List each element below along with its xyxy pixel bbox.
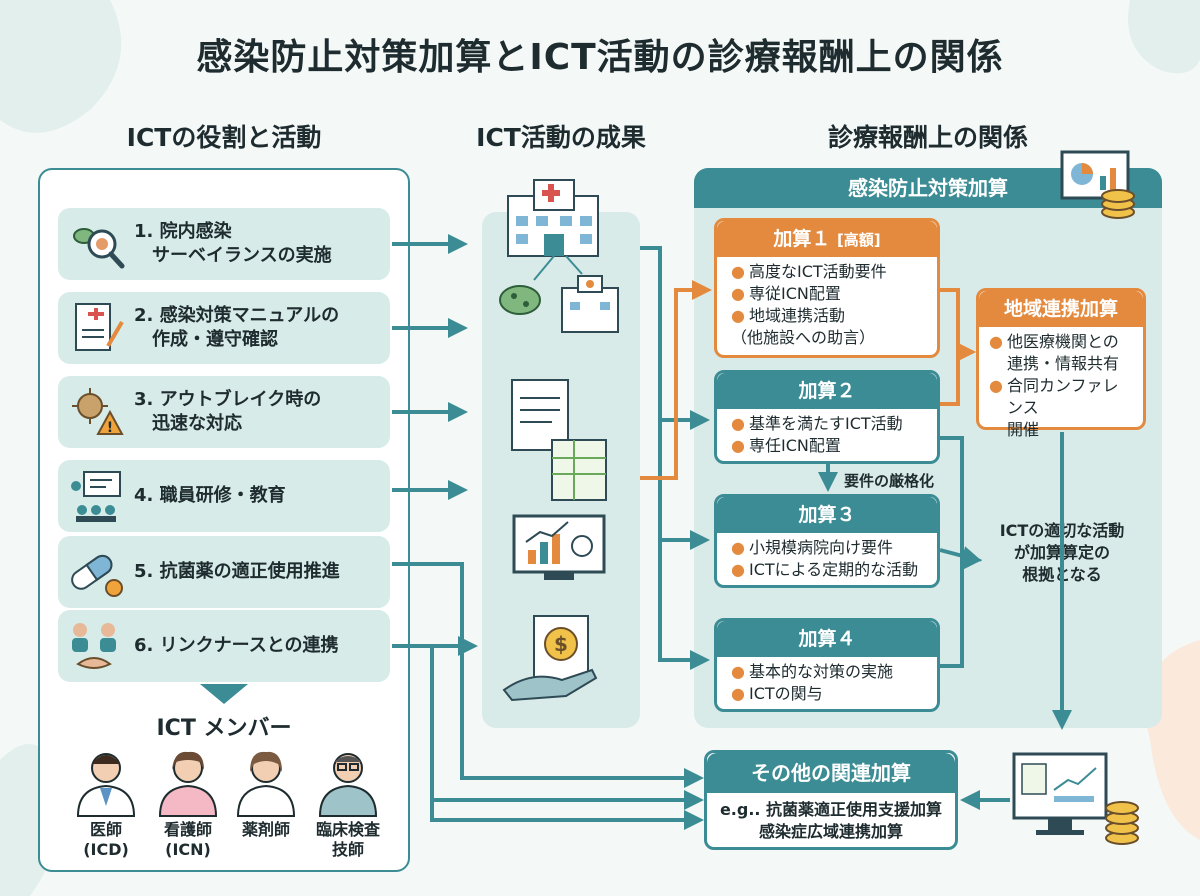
list-item: ●基本的な対策の実施 <box>731 662 893 681</box>
kasan-3-box: 加算３ ●小規模病院向け要件 ●ICTによる定期的な活動 <box>714 494 940 588</box>
pharmacist-icon <box>236 751 296 817</box>
svg-text:$: $ <box>554 632 568 656</box>
kasan-2-title: 加算２ <box>717 373 937 409</box>
member-doctor: 医師 (ICD) <box>64 746 148 860</box>
kasan-2-list: ●基準を満たすICT活動 ●専任ICN配置 <box>717 409 937 461</box>
role-item-surveillance: 1. 院内感染 サーベイランスの実施 <box>58 208 390 280</box>
monitor-chart-icon <box>512 514 606 580</box>
member-label: 看護師 (ICN) <box>163 820 212 859</box>
list-item: ●専任ICN配置 <box>731 436 841 455</box>
list-item: ●基準を満たすICT活動 <box>731 414 903 433</box>
role-label: 5. 抗菌薬の適正使用推進 <box>134 561 340 582</box>
kasan-1-box: 加算１ [高額] ●高度なICT活動要件 ●専従ICN配置 ●地域連携活動 （他… <box>714 218 940 358</box>
money-hand-icon: $ <box>502 615 598 702</box>
member-nurse: 看護師 (ICN) <box>146 746 230 860</box>
role-label: 2. 感染対策マニュアルの 作成・遵守確認 <box>134 305 340 350</box>
chart-coins-icon <box>1060 150 1135 219</box>
column-header-reimbursement: 診療報酬上の関係 <box>827 123 1028 152</box>
regional-kasan-title: 地域連携加算 <box>979 291 1143 327</box>
role-item-manual: 2. 感染対策マニュアルの 作成・遵守確認 <box>58 292 390 364</box>
other-kasan-box: その他の関連加算 e.g.. 抗菌薬適正使用支援加算 感染症広域連携加算 <box>704 750 958 850</box>
nurse-icon <box>158 751 218 817</box>
role-item-training: 4. 職員研修・教育 <box>58 460 390 532</box>
bacteria-magnifier-icon <box>73 228 125 269</box>
training-presentation-icon <box>71 471 121 522</box>
kasan-3-list: ●小規模病院向け要件 ●ICTによる定期的な活動 <box>717 533 937 585</box>
kasan-4-title: 加算４ <box>717 621 937 657</box>
page-title: 感染防止対策加算とICT活動の診療報酬上の関係 <box>196 37 1004 78</box>
spreadsheet-icon <box>551 439 607 501</box>
handshake-icon <box>72 623 116 669</box>
member-pharmacist: 薬剤師 <box>224 746 308 840</box>
kasan-1-tag: [高額] <box>836 231 881 249</box>
kasan-1-list: ●高度なICT活動要件 ●専従ICN配置 ●地域連携活動 （他施設への助言） <box>717 257 937 353</box>
capsule-pill-icon <box>71 554 123 597</box>
member-lab-technician: 臨床検査 技師 <box>306 746 390 860</box>
list-item: ●他医療機関との 連携・情報共有 <box>989 332 1119 373</box>
regional-kasan-box: 地域連携加算 ●他医療機関との 連携・情報共有 ●合同カンファレンス 開催 <box>976 288 1146 439</box>
other-kasan-title: その他の関連加算 <box>707 753 955 793</box>
other-kasan-body: e.g.. 抗菌薬適正使用支援加算 感染症広域連携加算 <box>719 800 943 841</box>
virus-warning-icon: ! <box>72 388 124 436</box>
member-label: 臨床検査 技師 <box>315 820 380 859</box>
list-item: ●ICTによる定期的な活動 <box>731 560 919 579</box>
role-label: 1. 院内感染 サーベイランスの実施 <box>134 221 332 266</box>
list-item: ●小規模病院向け要件 <box>731 538 893 557</box>
kasan-2-box: 加算２ ●基準を満たすICT活動 ●専任ICN配置 <box>714 370 940 464</box>
regional-kasan-list: ●他医療機関との 連携・情報共有 ●合同カンファレンス 開催 <box>979 327 1143 445</box>
members-arrow <box>200 684 248 704</box>
role-label: 6. リンクナースとの連携 <box>134 635 339 656</box>
svg-text:!: ! <box>107 420 113 436</box>
outcomes-illustrations: $ <box>499 179 619 702</box>
doctor-icon <box>76 753 136 817</box>
column-header-roles: ICTの役割と活動 <box>126 123 322 152</box>
manual-document-icon <box>75 303 124 351</box>
bacteria-icon <box>499 285 541 315</box>
role-item-outbreak: ! 3. アウトブレイク時の 迅速な対応 <box>58 376 390 448</box>
kasan-4-list: ●基本的な対策の実施 ●ICTの関与 <box>717 657 937 709</box>
member-label: 医師 (ICD) <box>83 820 129 859</box>
list-item: ●高度なICT活動要件 <box>731 262 887 281</box>
document-icon <box>511 379 569 451</box>
role-label: 3. アウトブレイク時の 迅速な対応 <box>134 389 322 434</box>
list-item: ●専従ICN配置 <box>731 284 841 303</box>
list-item: ●ICTの関与 <box>731 684 823 703</box>
role-item-link-nurse: 6. リンクナースとの連携 <box>58 610 390 682</box>
hospital-icon <box>507 179 599 257</box>
column-header-outcomes: ICT活動の成果 <box>476 123 646 152</box>
monitor-coins-icon <box>1012 752 1139 845</box>
list-item: ●合同カンファレンス 開催 <box>989 376 1119 439</box>
member-label: 薬剤師 <box>241 820 290 839</box>
requirement-note: 要件の厳格化 <box>844 472 935 490</box>
kasan-1-label: 加算１ <box>773 228 831 250</box>
clinic-icon <box>561 275 619 333</box>
role-item-antimicrobial: 5. 抗菌薬の適正使用推進 <box>58 536 390 608</box>
lab-technician-icon <box>318 753 378 817</box>
kasan-1-title: 加算１ [高額] <box>717 221 937 257</box>
members-title: ICT メンバー <box>156 716 292 741</box>
kasan-3-title: 加算３ <box>717 497 937 533</box>
kasan-4-box: 加算４ ●基本的な対策の実施 ●ICTの関与 <box>714 618 940 712</box>
role-label: 4. 職員研修・教育 <box>134 485 286 506</box>
list-item: ●地域連携活動 （他施設への助言） <box>731 306 876 347</box>
